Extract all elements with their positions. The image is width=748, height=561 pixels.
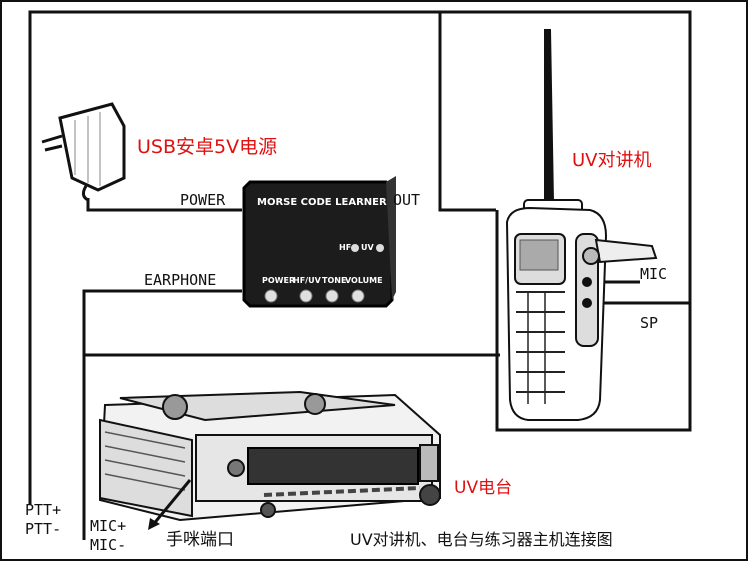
usb-power-label: USB安卓5V电源 bbox=[137, 136, 278, 158]
ptt-minus-label: PTT- bbox=[25, 520, 62, 538]
mic-port-label: 手咪端口 bbox=[166, 530, 234, 550]
mic-plus-label: MIC+ bbox=[90, 517, 127, 535]
out-label: OUT bbox=[393, 191, 421, 209]
diagram-caption: UV对讲机、电台与练习器主机连接图 bbox=[350, 530, 613, 549]
wire-out bbox=[438, 12, 496, 212]
uv-station-label: UV电台 bbox=[454, 478, 513, 498]
wire-radio-loop bbox=[440, 10, 692, 432]
device-title: MORSE CODE LEARNER bbox=[257, 197, 387, 208]
wire-top-left bbox=[28, 10, 440, 505]
knob-label-tone: TONE bbox=[322, 276, 347, 285]
knob-label-power: POWER bbox=[262, 276, 296, 285]
earphone-label: EARPHONE bbox=[144, 271, 217, 289]
knob-label-volume: VOLUME bbox=[345, 276, 383, 285]
led-uv-label: UV bbox=[361, 243, 374, 252]
led-hf-label: HF bbox=[339, 243, 352, 252]
mic-port-arrow bbox=[148, 479, 192, 530]
power-label: POWER bbox=[180, 191, 226, 209]
wire-earphone bbox=[82, 289, 242, 540]
uv-mobile-station-icon bbox=[98, 390, 441, 522]
morse-learner-box bbox=[242, 176, 396, 308]
usb-power-adapter-icon bbox=[41, 102, 126, 202]
wires bbox=[28, 10, 692, 540]
sp-label: SP bbox=[640, 314, 659, 332]
uv-radio-label: UV对讲机 bbox=[572, 150, 652, 171]
uv-handheld-radio-icon bbox=[505, 29, 658, 421]
wire-power bbox=[86, 198, 242, 212]
mic-label: MIC bbox=[640, 265, 668, 283]
ptt-plus-label: PTT+ bbox=[25, 501, 62, 519]
mic-minus-label: MIC- bbox=[90, 536, 127, 554]
knob-label-hfuv: HF/UV bbox=[293, 276, 321, 285]
